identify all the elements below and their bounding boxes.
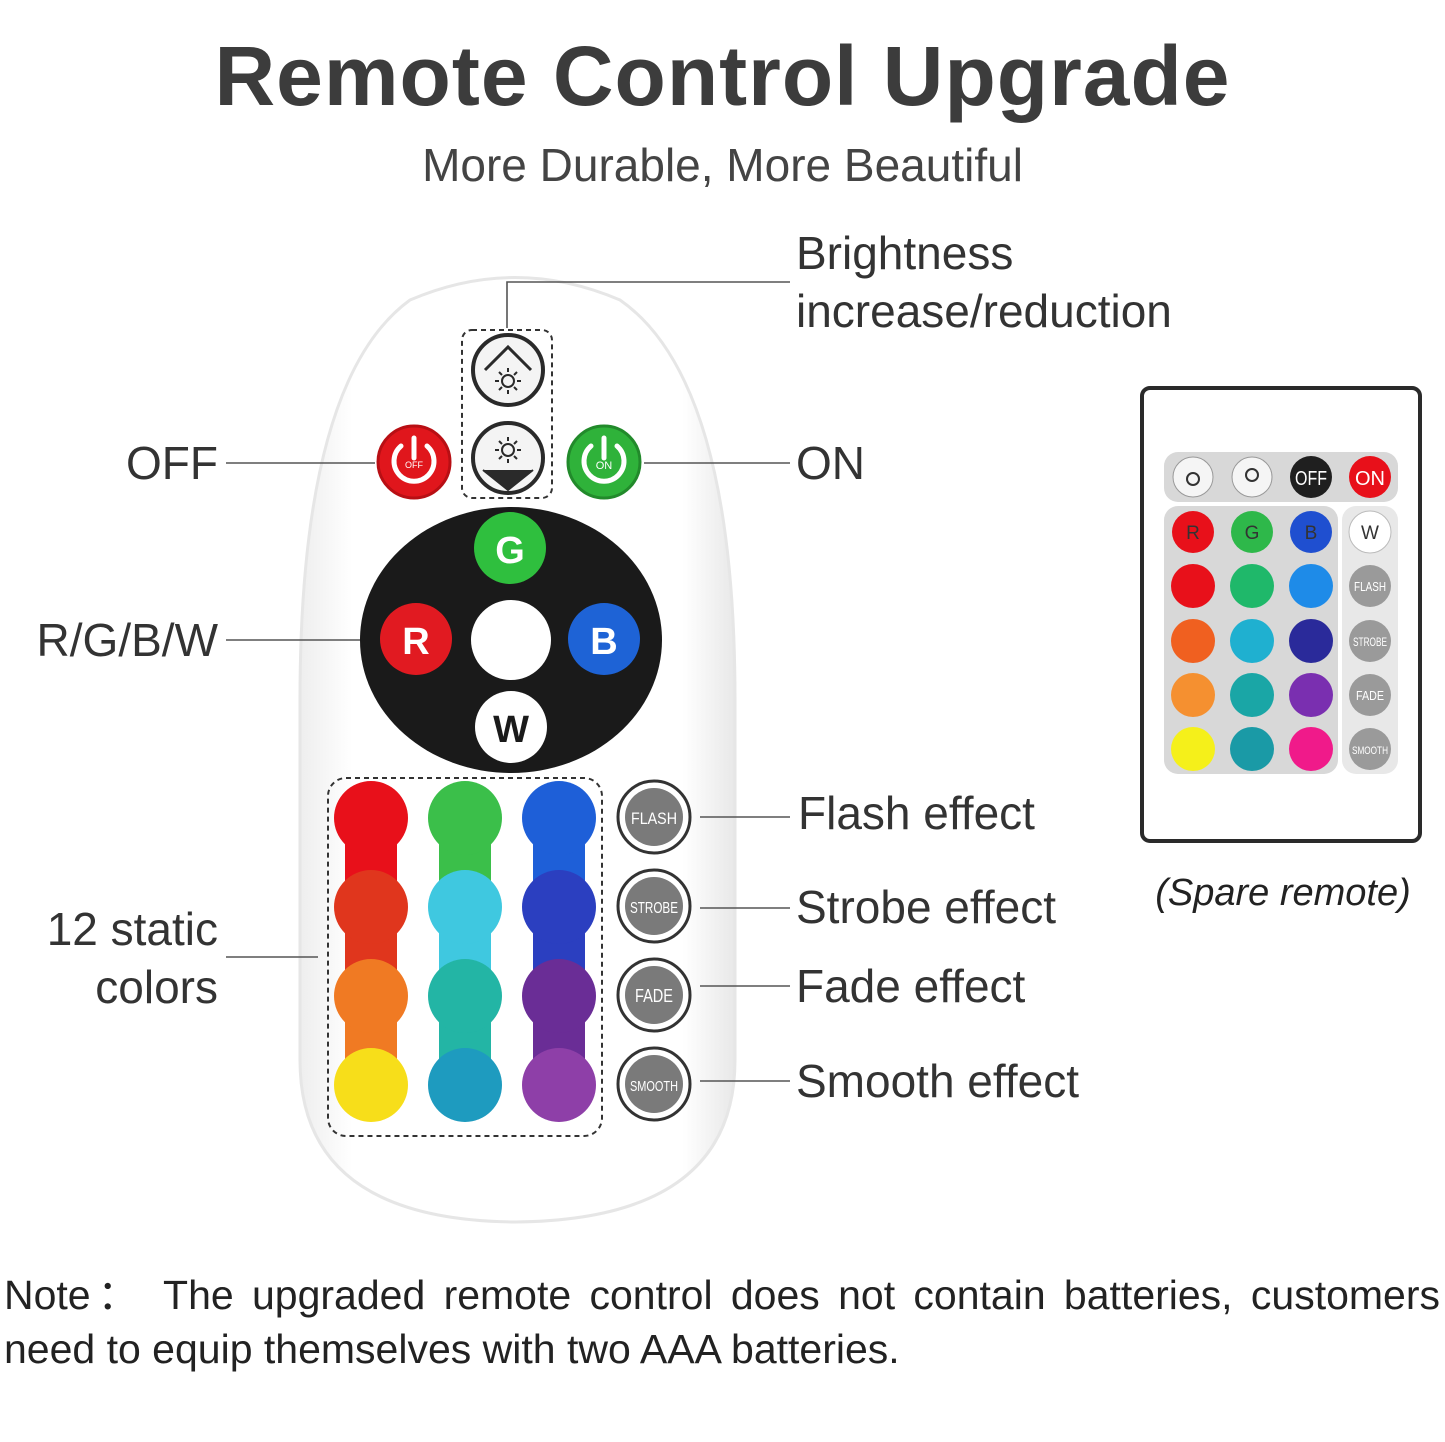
svg-text:STROBE: STROBE — [1353, 635, 1387, 649]
static-color-button[interactable] — [334, 870, 408, 944]
spare-brightness-down-button[interactable] — [1231, 456, 1273, 498]
strobe-callout: Strobe effect — [796, 881, 1056, 933]
svg-text:OFF: OFF — [1295, 468, 1327, 490]
brightness-callout: Brightness increase/reduction — [796, 224, 1172, 340]
power-icon — [391, 435, 437, 484]
sun-icon — [1186, 472, 1200, 486]
spare-b-button[interactable]: B — [1290, 511, 1332, 553]
on-callout: ON — [796, 437, 865, 489]
spare-remote: OFF ON R G B W FLASH STROBE — [1140, 386, 1422, 843]
b-button[interactable]: B — [568, 603, 640, 675]
on-button-label: ON — [596, 460, 613, 472]
w-button[interactable]: W — [475, 691, 547, 763]
svg-text:FLASH: FLASH — [631, 809, 677, 828]
spare-fade-button[interactable]: FADE — [1349, 674, 1391, 716]
power-icon — [581, 435, 627, 484]
off-button[interactable]: OFF — [376, 424, 452, 500]
strobe-button[interactable]: STROBE — [616, 868, 692, 944]
leader-lines — [226, 281, 790, 1082]
spare-color-button[interactable] — [1171, 564, 1215, 608]
static-color-button[interactable] — [334, 959, 408, 1033]
static-color-button[interactable] — [428, 1048, 502, 1122]
static-color-button[interactable] — [334, 781, 408, 855]
flash-button[interactable]: FLASH — [616, 779, 692, 855]
svg-text:FADE: FADE — [635, 986, 673, 1006]
fade-callout: Fade effect — [796, 960, 1026, 1012]
spare-color-button[interactable] — [1289, 673, 1333, 717]
svg-text:G: G — [495, 530, 525, 572]
svg-text:W: W — [493, 709, 529, 751]
spare-color-button[interactable] — [1171, 673, 1215, 717]
spare-flash-button[interactable]: FLASH — [1349, 565, 1391, 607]
brightness-up-button[interactable] — [471, 333, 545, 407]
spare-color-button[interactable] — [1171, 619, 1215, 663]
static-color-button[interactable] — [428, 781, 502, 855]
smooth-button[interactable]: SMOOTH — [616, 1046, 692, 1122]
spare-off-button[interactable]: OFF — [1290, 456, 1332, 498]
spare-w-button[interactable]: W — [1348, 510, 1392, 554]
static-colors-callout-line2: colors — [95, 961, 218, 1013]
spare-color-button[interactable] — [1230, 564, 1274, 608]
static-colors-callout-line1: 12 static — [46, 903, 218, 955]
spare-color-button[interactable] — [1230, 619, 1274, 663]
brightness-down-button[interactable] — [471, 421, 545, 495]
svg-text:R: R — [1186, 523, 1200, 544]
static-color-button[interactable] — [428, 870, 502, 944]
off-button-label: OFF — [405, 460, 423, 470]
page-title: Remote Control Upgrade — [214, 29, 1231, 123]
battery-note: Note： The upgraded remote control does n… — [4, 1272, 1440, 1372]
static-color-grid — [334, 781, 596, 1122]
page-subtitle: More Durable, More Beautiful — [422, 139, 1023, 191]
spare-on-button[interactable]: ON — [1349, 456, 1391, 498]
sun-icon — [495, 437, 521, 463]
spare-strobe-button[interactable]: STROBE — [1349, 620, 1391, 662]
static-colors-outline — [327, 777, 603, 1137]
spare-smooth-button[interactable]: SMOOTH — [1349, 728, 1391, 770]
flash-callout: Flash effect — [798, 787, 1035, 839]
svg-text:FLASH: FLASH — [1354, 579, 1386, 594]
static-color-button[interactable] — [522, 781, 596, 855]
spare-g-button[interactable]: G — [1231, 511, 1273, 553]
svg-text:SMOOTH: SMOOTH — [1352, 745, 1388, 757]
brightness-callout-line2: increase/reduction — [796, 285, 1172, 337]
spare-color-button[interactable] — [1289, 727, 1333, 771]
svg-text:FADE: FADE — [1356, 688, 1384, 703]
static-color-button[interactable] — [428, 959, 502, 1033]
smooth-callout: Smooth effect — [796, 1055, 1079, 1107]
g-button[interactable]: G — [474, 512, 546, 584]
static-color-button[interactable] — [522, 1048, 596, 1122]
static-color-button[interactable] — [522, 870, 596, 944]
spare-brightness-up-button[interactable] — [1172, 456, 1214, 498]
rgbw-callout: R/G/B/W — [36, 614, 218, 666]
spare-color-button[interactable] — [1289, 564, 1333, 608]
spare-remote-caption: (Spare remote) — [1155, 872, 1411, 914]
sun-icon — [495, 368, 521, 394]
static-color-button[interactable] — [334, 1048, 408, 1122]
svg-text:G: G — [1245, 523, 1260, 544]
svg-text:STROBE: STROBE — [630, 900, 678, 917]
r-button[interactable]: R — [380, 603, 452, 675]
brightness-callout-line1: Brightness — [796, 227, 1014, 279]
spare-color-button[interactable] — [1230, 727, 1274, 771]
svg-text:B: B — [590, 621, 617, 663]
spare-color-button[interactable] — [1230, 673, 1274, 717]
fade-button[interactable]: FADE — [616, 957, 692, 1033]
svg-text:SMOOTH: SMOOTH — [630, 1078, 678, 1095]
center-button[interactable] — [471, 600, 551, 680]
spare-r-button[interactable]: R — [1172, 511, 1214, 553]
on-button[interactable]: ON — [566, 424, 642, 500]
svg-text:B: B — [1305, 523, 1318, 544]
sun-icon — [1245, 468, 1259, 482]
off-callout: OFF — [126, 437, 218, 489]
spare-color-button[interactable] — [1171, 727, 1215, 771]
svg-text:R: R — [402, 621, 429, 663]
spare-color-grid — [1171, 564, 1333, 771]
static-color-button[interactable] — [522, 959, 596, 1033]
svg-text:W: W — [1361, 523, 1379, 544]
brightness-group-outline — [461, 329, 553, 499]
static-colors-callout: 12 static colors — [0, 900, 218, 1016]
spare-color-button[interactable] — [1289, 619, 1333, 663]
svg-text:ON: ON — [1355, 468, 1385, 490]
